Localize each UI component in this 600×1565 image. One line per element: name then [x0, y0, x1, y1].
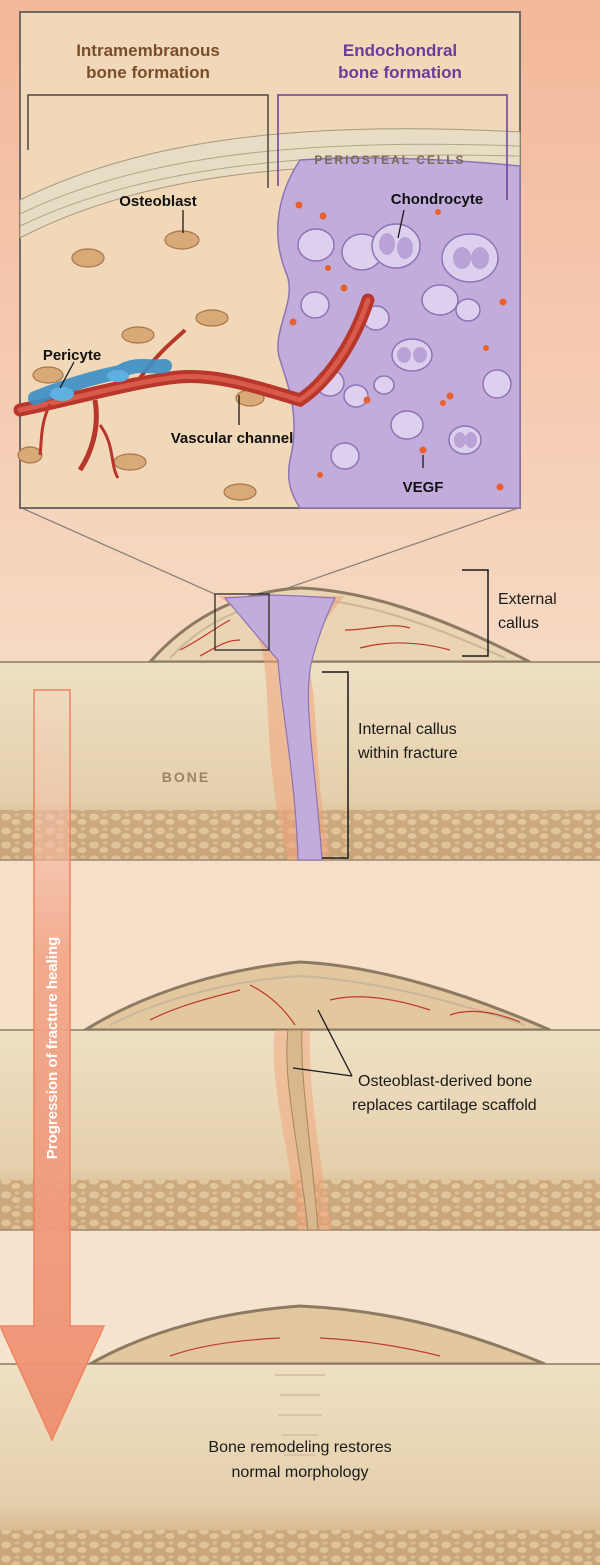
- osteoblast-bone-label-1: Osteoblast-derived bone: [358, 1073, 532, 1090]
- vascular-channel-label: Vascular channel: [171, 430, 294, 447]
- stage-1-fracture: [0, 569, 600, 861]
- internal-callus-bracket: [322, 671, 349, 859]
- cartilage-region: [277, 157, 521, 509]
- labels: Intramembranous bone formation Endochond…: [43, 41, 557, 1481]
- callus-vessels-3: [169, 1337, 441, 1357]
- osteoblast-label: Osteoblast: [119, 193, 197, 210]
- stage-2-leader-lines: [292, 1009, 353, 1077]
- bone-label: BONE: [162, 769, 210, 785]
- endochondral-label-2: bone formation: [338, 63, 462, 82]
- osteoblast-bone-label-2: replaces cartilage scaffold: [352, 1097, 537, 1114]
- chondrocyte-label: Chondrocyte: [391, 191, 484, 208]
- callus-vessels-2: [149, 984, 521, 1026]
- magnified-inset: [13, 11, 521, 595]
- inset-source-box: [214, 593, 270, 651]
- stage-2-osteoblast: [0, 960, 600, 1231]
- chondrocytes: [297, 223, 512, 470]
- internal-callus-label-2: within fracture: [357, 745, 458, 762]
- fracture-cartilage: [223, 594, 336, 861]
- vegf-label: VEGF: [403, 479, 444, 496]
- remodeling-label-2: normal morphology: [232, 1464, 369, 1481]
- pericyte-label: Pericyte: [43, 347, 101, 364]
- periosteal-cells-label: PERIOSTEAL CELLS: [314, 153, 465, 167]
- external-callus-label-2: callus: [498, 615, 539, 632]
- endochondral-bracket: [277, 94, 508, 200]
- intramembranous-label-2: bone formation: [86, 63, 210, 82]
- inset-leader-lines: [59, 209, 424, 468]
- external-callus-label-1: External: [498, 591, 557, 608]
- vascular-channel: [13, 293, 375, 479]
- callus-vessels-1: [179, 619, 451, 657]
- external-callus-3: [84, 1304, 546, 1366]
- remodeling-texture: [275, 1374, 325, 1476]
- fracture-bone-2: [286, 1029, 319, 1231]
- remodeling-label-1: Bone remodeling restores: [208, 1439, 391, 1456]
- external-callus-bracket: [462, 569, 489, 657]
- chondrocyte-nuclei: [379, 233, 489, 448]
- vegf-dots: [289, 201, 507, 491]
- stage-3-remodeling: [0, 1304, 600, 1565]
- external-callus-2: [79, 960, 551, 1032]
- internal-callus-label-1: Internal callus: [358, 721, 457, 738]
- progression-arrow: [0, 689, 106, 1442]
- endochondral-label-1: Endochondral: [343, 41, 457, 60]
- progression-arrow-label: Progression of fracture healing: [44, 937, 61, 1160]
- intramembranous-bracket: [27, 94, 269, 188]
- intramembranous-label-1: Intramembranous: [76, 41, 220, 60]
